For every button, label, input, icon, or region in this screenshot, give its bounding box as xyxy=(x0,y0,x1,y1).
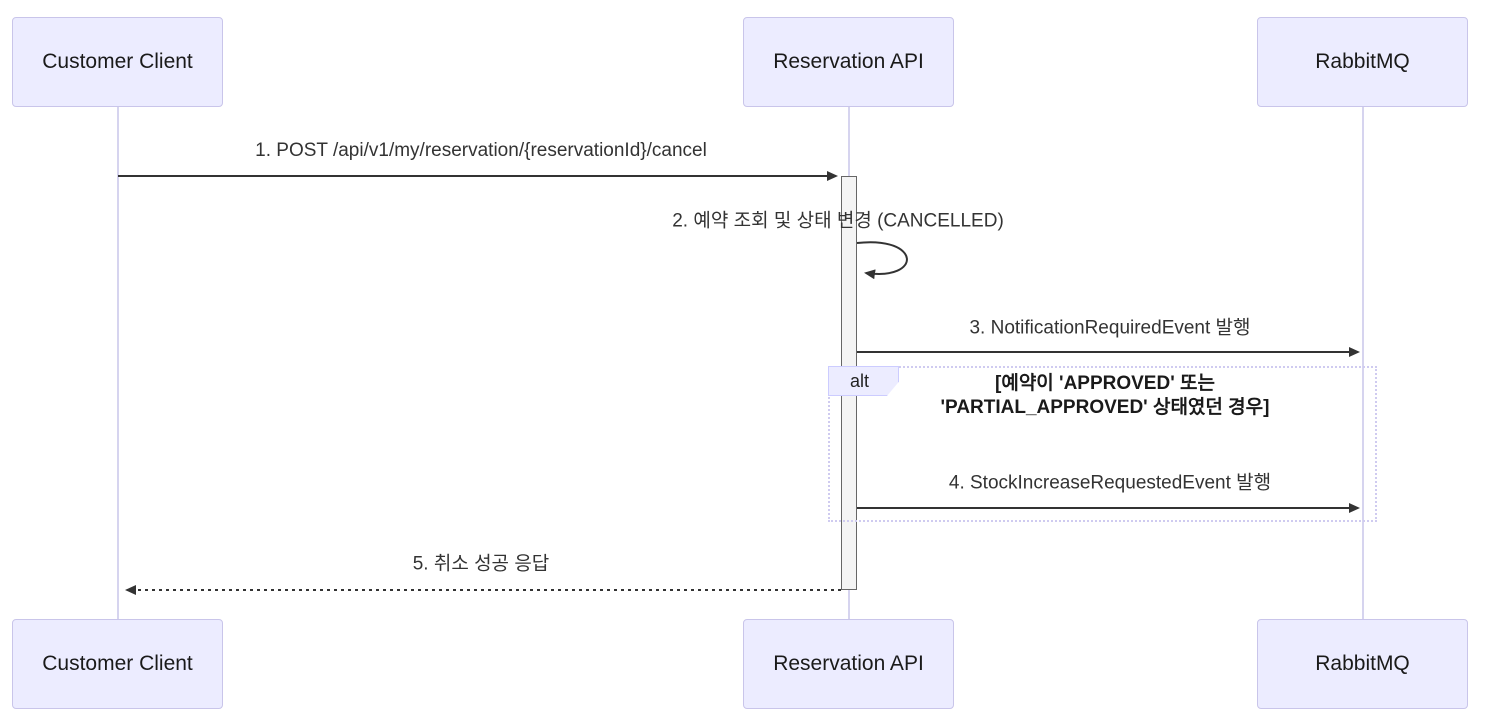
message-2-self-loop-arrow xyxy=(856,241,908,280)
alt-block-condition: [예약이 'APPROVED' 또는 'PARTIAL_APPROVED' 상태… xyxy=(941,372,1270,420)
message-2-label: 2. 예약 조회 및 상태 변경 (CANCELLED) xyxy=(672,210,1004,232)
participant-label: Reservation API xyxy=(773,50,924,73)
alt-block-frame xyxy=(828,366,1377,522)
alt-block-label: alt xyxy=(828,366,899,396)
participant-label: RabbitMQ xyxy=(1315,50,1410,73)
alt-condition-line-2: 'PARTIAL_APPROVED' 상태였던 경우] xyxy=(940,397,1270,418)
participant-top-reservation-api: Reservation API xyxy=(743,17,954,107)
participant-label: Customer Client xyxy=(42,50,193,73)
participant-label: Customer Client xyxy=(42,652,193,675)
participant-bottom-reservation-api: Reservation API xyxy=(743,619,954,709)
participant-top-rabbitmq: RabbitMQ xyxy=(1257,17,1468,107)
alt-block-label-text: alt xyxy=(849,370,869,391)
participant-bottom-rabbitmq: RabbitMQ xyxy=(1257,619,1468,709)
participant-label: RabbitMQ xyxy=(1315,652,1410,675)
message-4-label: 4. StockIncreaseRequestedEvent 발행 xyxy=(948,472,1272,494)
message-1-label: 1. POST /api/v1/my/reservation/{reservat… xyxy=(255,140,707,161)
participant-label: Reservation API xyxy=(773,652,924,675)
participant-bottom-customer-client: Customer Client xyxy=(12,619,223,709)
participant-top-customer-client: Customer Client xyxy=(12,17,223,107)
message-5-label: 5. 취소 성공 응답 xyxy=(412,553,550,575)
alt-condition-line-1: [예약이 'APPROVED' 또는 xyxy=(995,373,1215,394)
message-3-label: 3. NotificationRequiredEvent 발행 xyxy=(969,317,1251,339)
